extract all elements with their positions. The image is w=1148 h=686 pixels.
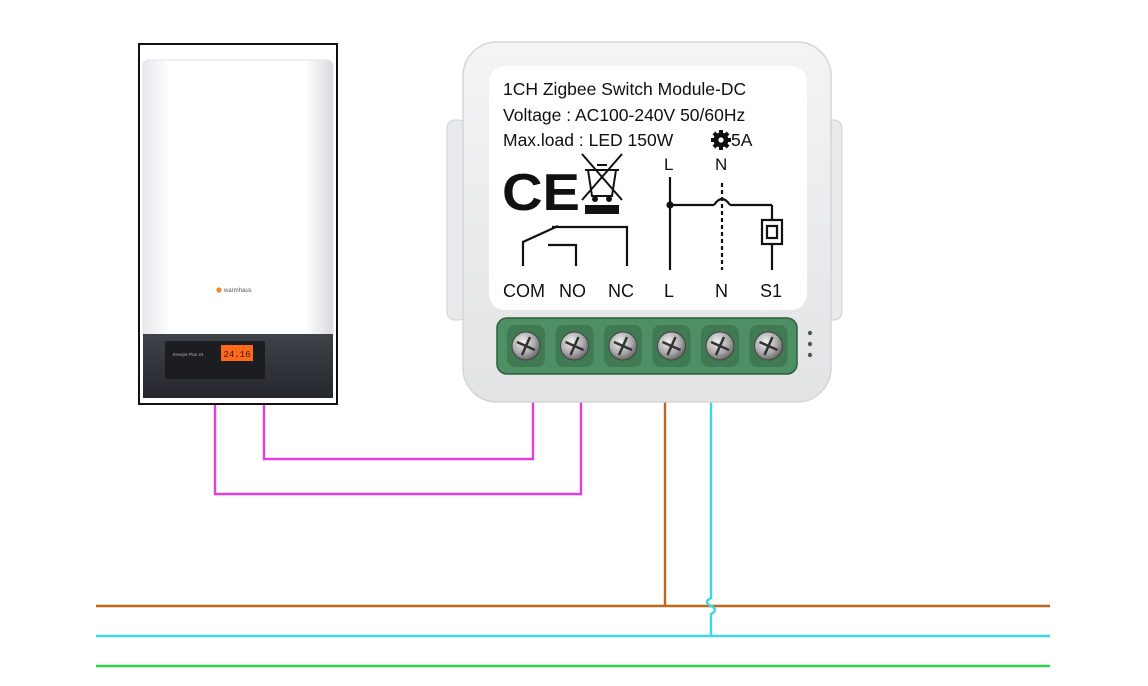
terminal-label-n: N — [715, 281, 728, 301]
terminal-screw — [749, 325, 788, 367]
terminal-screw — [701, 325, 739, 367]
gear-icon — [711, 130, 731, 150]
ce-mark: CE — [502, 164, 580, 222]
terminal-label-s1: S1 — [760, 281, 782, 301]
module-drop-wires — [663, 395, 717, 636]
terminal-label-nc: NC — [608, 281, 634, 301]
switch-module: 1CH Zigbee Switch Module-DC Voltage : AC… — [446, 41, 843, 403]
terminal-label-l: L — [664, 281, 674, 301]
neutral-drop-wire — [705, 395, 717, 636]
weee-bin-icon — [581, 153, 623, 214]
module-title: 1CH Zigbee Switch Module-DC — [503, 79, 746, 99]
boiler-display-value: 24.16 — [223, 350, 250, 360]
circuit-top-label-l: L — [664, 155, 673, 174]
bus-lines — [96, 604, 1050, 668]
load-circuit-symbol — [666, 177, 784, 270]
terminal-screw — [652, 325, 691, 367]
module-max-load: Max.load : LED 150W — [503, 130, 674, 150]
circuit-top-label-n: N — [715, 155, 727, 174]
boiler-logo-icon — [216, 287, 222, 293]
terminal-screw — [507, 325, 545, 367]
module-label-panel — [489, 66, 807, 310]
boiler-panel-label: Enerjet Plus 24 — [173, 352, 204, 357]
terminal-label-com: COM — [503, 281, 545, 301]
terminal-screw — [604, 325, 642, 367]
boiler-display — [221, 345, 253, 361]
led-dot — [807, 341, 813, 347]
led-dot — [807, 352, 813, 358]
relay-contact-symbol — [521, 224, 629, 266]
module-voltage: Voltage : AC100-240V 50/60Hz — [503, 105, 745, 125]
boiler-body — [142, 59, 334, 341]
boiler-link-wires — [213, 398, 583, 496]
boiler-to-no-wire — [213, 398, 583, 496]
terminal-label-no: NO — [559, 281, 586, 301]
boiler-brand: warmhaus — [223, 288, 252, 294]
boiler: 24.16 Enerjet Plus 24 warmhaus — [138, 43, 338, 405]
led-dot — [807, 330, 813, 336]
terminal-screw — [555, 325, 594, 367]
module-max-load-current: 5A — [731, 130, 753, 150]
boiler-to-com-wire — [262, 398, 535, 461]
terminal-screws — [507, 325, 788, 367]
